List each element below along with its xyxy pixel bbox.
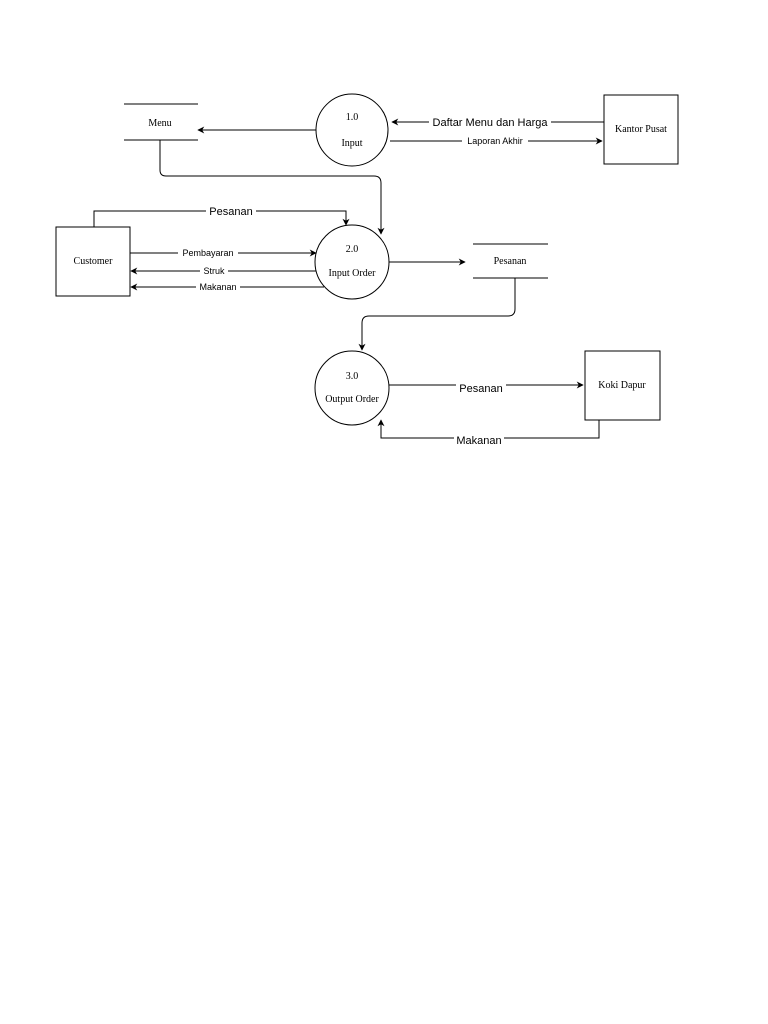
flow-makanan-customer-label: Makanan xyxy=(199,282,236,292)
data-store-menu[interactable]: Menu xyxy=(124,103,198,141)
flow-menu-to-process2 xyxy=(159,140,385,235)
entity-koki-dapur-label: Koki Dapur xyxy=(598,380,646,391)
process-3-number: 3.0 xyxy=(346,371,359,382)
flow-pesanan-koki-label: Pesanan xyxy=(459,383,502,395)
flow-pesanan-customer: Pesanan xyxy=(93,204,350,227)
flow-laporan-akhir-label: Laporan Akhir xyxy=(467,136,523,146)
entity-kantor-pusat-label: Kantor Pusat xyxy=(615,124,667,135)
process-1-number: 1.0 xyxy=(346,112,359,123)
flow-makanan-koki: Makanan xyxy=(377,419,600,447)
store-menu-label: Menu xyxy=(148,118,171,129)
flow-laporan-akhir: Laporan Akhir xyxy=(390,135,603,147)
process-2-name: Input Order xyxy=(329,268,377,279)
flow-pesanan-customer-label: Pesanan xyxy=(209,206,252,218)
process-3-name: Output Order xyxy=(325,394,379,405)
flow-pembayaran-label: Pembayaran xyxy=(182,248,233,258)
entity-customer-label: Customer xyxy=(74,256,114,267)
store-pesanan-label: Pesanan xyxy=(494,256,527,267)
process-2-number: 2.0 xyxy=(346,244,359,255)
flow-daftar-menu-label: Daftar Menu dan Harga xyxy=(433,117,549,129)
flow-pesanan-koki: Pesanan xyxy=(389,381,584,395)
data-store-pesanan[interactable]: Pesanan xyxy=(473,243,548,279)
flow-makanan-koki-label: Makanan xyxy=(456,435,501,447)
flow-struk: Struk xyxy=(130,265,316,277)
flow-pesanan-to-process3 xyxy=(358,278,516,351)
flow-makanan-customer: Makanan xyxy=(130,281,324,293)
process-2-input-order[interactable]: 2.0 Input Order xyxy=(314,224,390,300)
process-1-input[interactable]: 1.0 Input xyxy=(315,93,389,167)
flow-pembayaran: Pembayaran xyxy=(130,247,317,259)
process-1-name: Input xyxy=(341,138,362,149)
entity-kantor-pusat[interactable]: Kantor Pusat xyxy=(603,94,679,165)
flow-struk-label: Struk xyxy=(203,266,225,276)
entity-koki-dapur[interactable]: Koki Dapur xyxy=(584,350,661,421)
process-3-output-order[interactable]: 3.0 Output Order xyxy=(314,350,390,426)
entity-customer[interactable]: Customer xyxy=(55,226,131,297)
flow-daftar-menu: Daftar Menu dan Harga xyxy=(391,114,604,129)
